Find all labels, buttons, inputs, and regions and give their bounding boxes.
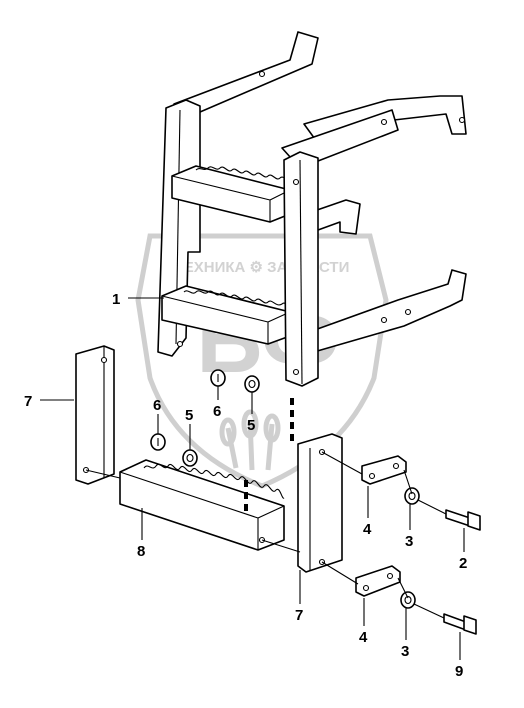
leader-lines	[40, 297, 465, 660]
bolt-part-9	[443, 613, 477, 635]
callout-6-lower: 6	[153, 397, 161, 414]
callout-8: 8	[137, 543, 145, 560]
nut-part-6-upper	[210, 369, 226, 387]
bottom-step-body	[119, 459, 285, 551]
callout-5-upper: 5	[247, 417, 255, 434]
callout-9: 9	[455, 663, 463, 680]
watermark-shield	[135, 233, 389, 489]
left-side-rail	[157, 99, 201, 357]
callout-1: 1	[112, 291, 120, 308]
callout-7-left: 7	[24, 393, 32, 410]
callout-3-lower: 3	[401, 643, 409, 660]
rear-upper-bracket	[173, 31, 319, 113]
bolt-axis-lines	[85, 451, 447, 619]
callout-7-right: 7	[295, 607, 303, 624]
callout-5-lower: 5	[185, 407, 193, 424]
clamp-plate-part-4-lower	[355, 565, 401, 597]
ladder-frame-part-1	[157, 31, 467, 387]
callout-4-lower: 4	[359, 629, 368, 646]
watermark-brand-line: ТЕХНИКА ⚙ ЗАПЧАСТИ	[175, 259, 350, 276]
bottom-step-part-8	[119, 459, 285, 551]
clamp-plate-part-4-upper	[361, 455, 407, 485]
lower-horizontal-bar	[297, 269, 467, 357]
callout-4-upper: 4	[363, 521, 372, 538]
nut-part-6-lower	[150, 433, 166, 451]
callout-3-upper: 3	[405, 533, 413, 550]
bolt-part-2	[445, 509, 481, 531]
right-side-plate	[297, 433, 343, 573]
washer-part-5-upper	[244, 375, 260, 393]
callout-2: 2	[459, 555, 467, 572]
washer-part-5-lower	[182, 449, 198, 467]
left-side-plate	[75, 345, 115, 485]
side-plate-part-7-left	[75, 345, 115, 485]
washer-part-3-lower	[400, 591, 416, 609]
side-plate-part-7-right	[297, 433, 343, 573]
washer-part-3-upper	[404, 487, 420, 505]
callout-labels: 1 7 6 5 6 5 8 4 3 2 7 4 3 9	[24, 291, 467, 680]
wheat-ear-icon	[219, 409, 281, 471]
assembly-guide-lines	[244, 398, 294, 516]
callout-6-upper: 6	[213, 403, 221, 420]
